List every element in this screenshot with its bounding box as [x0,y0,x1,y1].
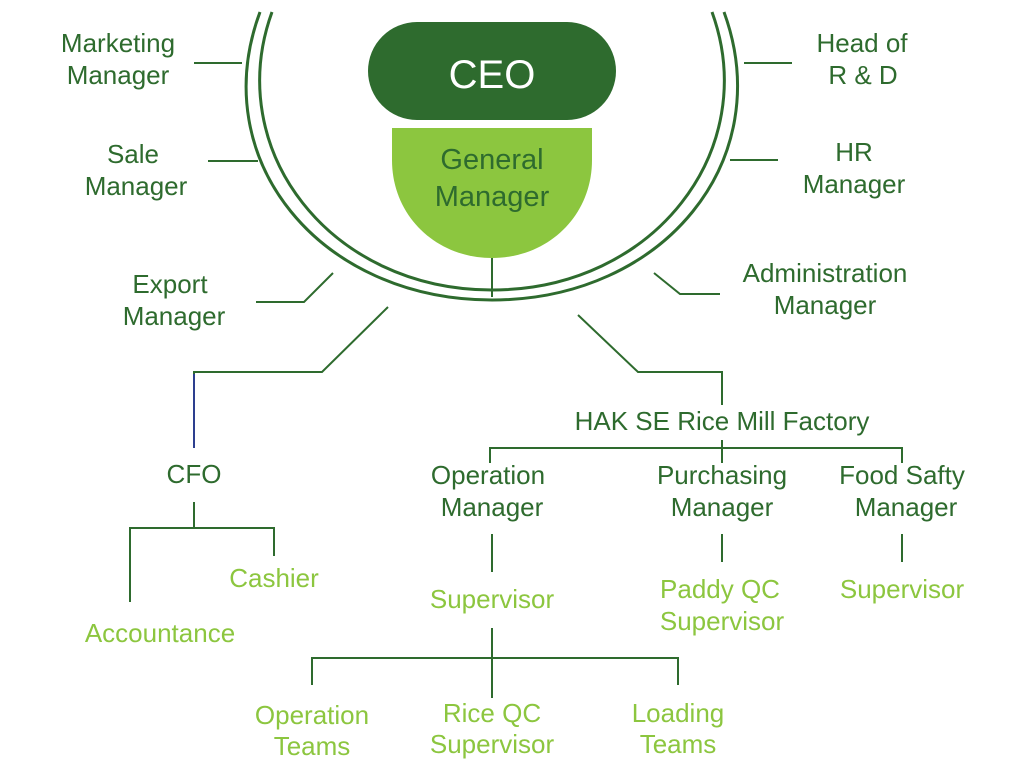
cfo-branch: CFO Cashier Accountance [85,459,319,648]
marketing-manager-line2: Manager [67,60,170,90]
left-roles: Marketing Manager Sale Manager Export Ma… [61,28,226,331]
paddy-qc-supervisor-line1: Paddy QC [660,574,780,604]
hr-manager-line1: HR [835,137,873,167]
rice-qc-supervisor-line1: Rice QC [443,698,541,728]
outer-arc [244,11,740,302]
right-roles: Head of R & D HR Manager Administration … [743,28,909,320]
ceo-label: CEO [449,53,536,97]
loading-teams-line2: Teams [640,729,717,759]
sale-manager-line2: Manager [85,171,188,201]
hr-manager-line2: Manager [803,169,906,199]
administration-manager-line2: Manager [774,290,877,320]
loading-teams-line1: Loading [632,698,725,728]
export-manager-line1: Export [132,269,208,299]
purchasing-manager-line2: Manager [671,492,774,522]
food-safety-manager-line1: Food Safty [839,460,965,490]
head-of-rd-line1: Head of [816,28,908,58]
food-safety-supervisor-label: Supervisor [840,574,965,604]
purchasing-manager-line1: Purchasing [657,460,787,490]
operation-teams-line2: Teams [274,731,351,761]
marketing-manager-line1: Marketing [61,28,175,58]
head-of-rd-line2: R & D [828,60,897,90]
operation-manager-line2: Manager [441,492,544,522]
operation-teams-line1: Operation [255,700,369,730]
factory-branch: HAK SE Rice Mill Factory Operation Manag… [255,406,965,761]
administration-manager-line1: Administration [743,258,908,288]
export-manager-line2: Manager [123,301,226,331]
general-manager-label-line2: Manager [435,181,550,213]
general-manager-label-line1: General [440,144,543,176]
accountance-label: Accountance [85,618,235,648]
cashier-label: Cashier [229,563,319,593]
general-manager-box: General Manager [392,128,592,258]
rice-qc-supervisor-line2: Supervisor [430,729,555,759]
sale-manager-line1: Sale [107,139,159,169]
factory-label: HAK SE Rice Mill Factory [575,406,870,436]
operation-supervisor-label: Supervisor [430,584,555,614]
cfo-label: CFO [167,459,222,489]
food-safety-manager-line2: Manager [855,492,958,522]
connector-lines [129,62,903,698]
paddy-qc-supervisor-line2: Supervisor [660,606,785,636]
ceo-box: CEO [368,22,616,120]
operation-manager-line1: Operation [431,460,545,490]
